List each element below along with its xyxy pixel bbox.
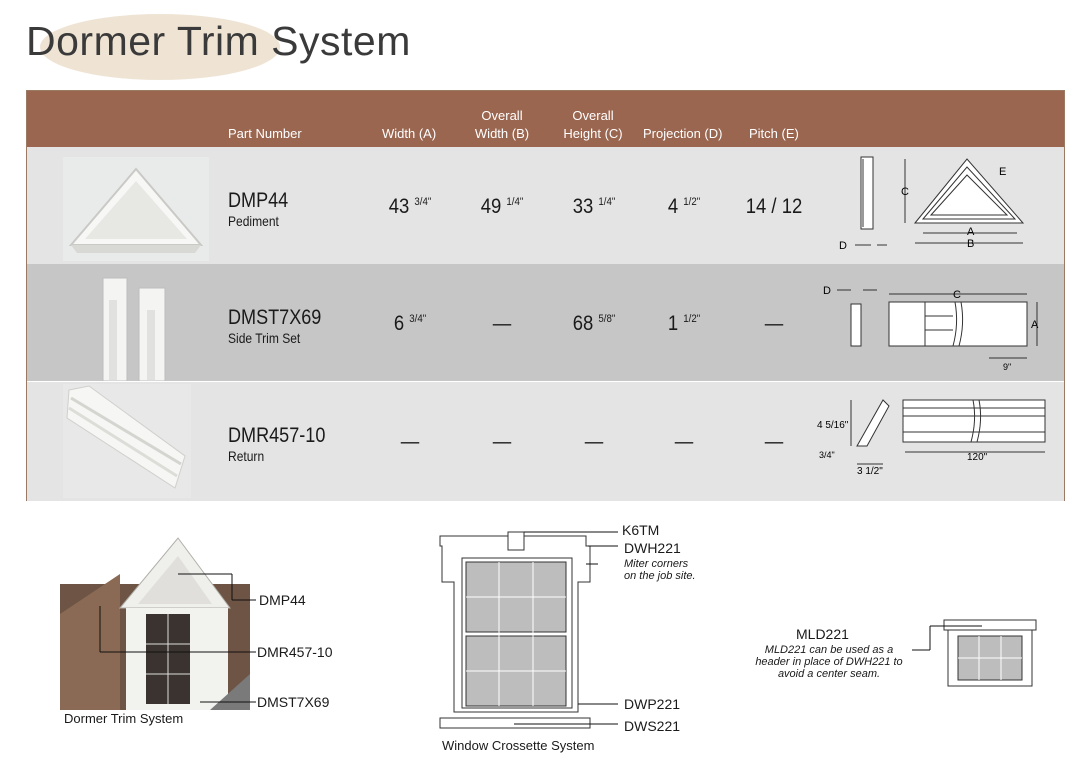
- dormer-illustration: [60, 537, 256, 710]
- part-code: DMP44: [228, 189, 289, 212]
- part-number-cell: DMR457-10 Return: [228, 424, 341, 464]
- width-value: —: [400, 430, 420, 453]
- part-number-cell: DMST7X69 Side Trim Set: [228, 306, 337, 346]
- dim-d: D: [839, 240, 847, 252]
- pitch-value: —: [764, 312, 784, 335]
- projection-value: 4 1/2": [667, 195, 701, 218]
- pediment-diagram: D C E A B: [839, 156, 1025, 252]
- overall-width-value: 49 1/4": [480, 195, 524, 218]
- dormer-label-dmr457: DMR457-10: [257, 644, 333, 660]
- dim-120: 120": [967, 452, 988, 463]
- overall-height-value: 68 5/8": [572, 312, 616, 335]
- dim-three-quarter: 3/4": [819, 450, 835, 460]
- window-label-dwh221: DWH221: [624, 540, 681, 556]
- dim-c: C: [953, 289, 961, 301]
- return-diagram: 4 5/16" 3/4" 3 1/2" 120": [817, 399, 1046, 477]
- pitch-value: 14 / 12: [745, 195, 803, 218]
- part-code: DMST7X69: [228, 306, 322, 329]
- table-row: DMST7X69 Side Trim Set 6 3/4" — 68 5/8" …: [27, 264, 1064, 382]
- mld-illustration: [912, 619, 1037, 687]
- dim-three-half: 3 1/2": [857, 466, 883, 477]
- mld-title: MLD221: [796, 626, 849, 642]
- dim-e: E: [999, 166, 1006, 178]
- dim-b: B: [967, 238, 974, 250]
- dormer-label-dmst7x69: DMST7X69: [257, 694, 330, 710]
- overall-height-value: 33 1/4": [572, 195, 616, 218]
- dim-a: A: [967, 226, 975, 238]
- dim-c: C: [901, 186, 909, 198]
- projection-value: —: [674, 430, 694, 453]
- width-value: 43 3/4": [388, 195, 432, 218]
- overall-width-value: —: [492, 312, 512, 335]
- width-value: 6 3/4": [393, 312, 427, 335]
- window-crossette-illustration: [439, 531, 618, 729]
- overall-height-value: —: [584, 430, 604, 453]
- dim-a: A: [1031, 319, 1039, 331]
- part-desc: Return: [228, 448, 265, 464]
- pitch-value: —: [764, 430, 784, 453]
- dormer-caption: Dormer Trim System: [64, 711, 184, 726]
- header-part-number: Part Number: [228, 126, 302, 141]
- projection-value: 1 1/2": [667, 312, 701, 335]
- window-caption: Window Crossette System: [442, 738, 595, 753]
- pediment-photo: [63, 157, 209, 261]
- dim-9: 9": [1003, 362, 1011, 372]
- return-photo: [63, 384, 191, 498]
- part-code: DMR457-10: [228, 424, 326, 447]
- table-row: DMP44 Pediment 43 3/4" 49 1/4" 33 1/4" 4…: [27, 147, 1064, 264]
- header-width: Width (A): [382, 126, 437, 141]
- part-number-cell: DMP44 Pediment: [228, 189, 298, 229]
- header-projection: Projection (D): [643, 126, 723, 141]
- part-desc: Pediment: [228, 213, 279, 229]
- dim-d: D: [823, 285, 831, 297]
- window-label-k6tm: K6TM: [622, 522, 660, 538]
- dim-height: 4 5/16": [817, 420, 849, 431]
- dormer-label-dmp44: DMP44: [259, 592, 306, 608]
- overall-width-value: —: [492, 430, 512, 453]
- part-desc: Side Trim Set: [228, 330, 301, 346]
- window-label-dwp221: DWP221: [624, 696, 681, 712]
- side-trim-diagram: D C A 9": [823, 285, 1039, 372]
- title-swoosh: [40, 14, 280, 80]
- header-pitch: Pitch (E): [749, 126, 799, 141]
- page-title: Dormer Trim System: [26, 18, 411, 64]
- window-label-dws221: DWS221: [624, 718, 681, 734]
- side-trim-photo: [99, 276, 171, 382]
- table-row: DMR457-10 Return — — — — — 4 5/16" 3/4" …: [27, 382, 1064, 501]
